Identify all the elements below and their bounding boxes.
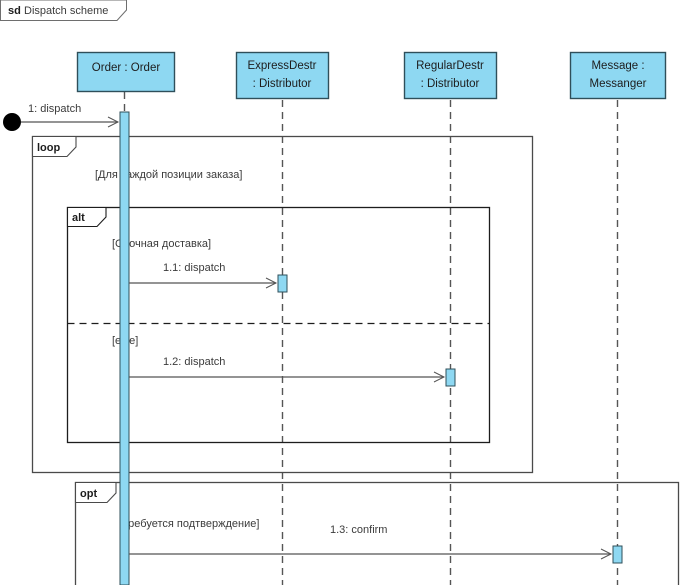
message-1-3-confirm: 1.3: confirm <box>129 524 613 560</box>
message-1-dispatch-label: 1: dispatch <box>28 103 81 115</box>
lifeline-head-regulardestr-line1: RegularDestr <box>416 60 484 72</box>
message-1-3-confirm-label: 1.3: confirm <box>330 524 387 536</box>
activation-bar-expressdestr <box>277 274 288 293</box>
fragment-opt-guard: [Требуется подтверждение] <box>119 518 259 530</box>
lifeline-head-messenger-line1: Message : <box>591 60 644 72</box>
lifeline-head-order[interactable]: Order : Order <box>76 51 176 93</box>
message-1-dispatch: 1: dispatch <box>21 103 120 128</box>
lifeline-head-expressdestr-line2: : Distributor <box>253 78 312 90</box>
lifeline-lines <box>123 92 619 585</box>
lifeline-head-messenger[interactable]: Message : Messanger <box>569 51 667 100</box>
activation-bar-regulardestr <box>445 368 456 387</box>
fragment-opt: opt [Требуется подтверждение] <box>74 481 680 585</box>
lifeline-head-expressdestr-line1: ExpressDestr <box>247 60 316 72</box>
message-1-2-dispatch-label: 1.2: dispatch <box>163 356 225 368</box>
found-message-start-node <box>3 113 21 131</box>
activation-bars <box>119 111 623 585</box>
lifeline-head-expressdestr[interactable]: ExpressDestr : Distributor <box>235 51 330 100</box>
diagram-frame-title-tab: sd Dispatch scheme <box>0 0 127 21</box>
fragment-alt-guard: [Срочная доставка] <box>112 238 211 250</box>
diagram-title: Dispatch scheme <box>24 5 108 17</box>
activation-bar-order <box>119 111 130 585</box>
diagram-keyword: sd <box>8 5 21 17</box>
fragment-loop-keyword: loop <box>37 142 60 154</box>
fragment-opt-keyword: opt <box>80 488 97 500</box>
fragment-alt: alt [Срочная доставка] [else] <box>66 206 491 444</box>
activation-bar-messenger <box>612 545 623 564</box>
fragment-loop: loop [Для каждой позиции заказа] <box>31 135 534 474</box>
message-1-1-dispatch: 1.1: dispatch <box>129 262 278 289</box>
fragment-alt-keyword: alt <box>72 212 85 224</box>
lifeline-head-regulardestr[interactable]: RegularDestr : Distributor <box>403 51 498 100</box>
lifeline-head-order-line1: Order : Order <box>92 62 161 74</box>
message-1-2-dispatch: 1.2: dispatch <box>129 356 446 383</box>
message-1-1-dispatch-label: 1.1: dispatch <box>163 262 225 274</box>
lifeline-head-regulardestr-line2: : Distributor <box>421 78 480 90</box>
lifeline-head-messenger-line2: Messanger <box>590 78 647 90</box>
fragment-loop-guard: [Для каждой позиции заказа] <box>95 169 242 181</box>
